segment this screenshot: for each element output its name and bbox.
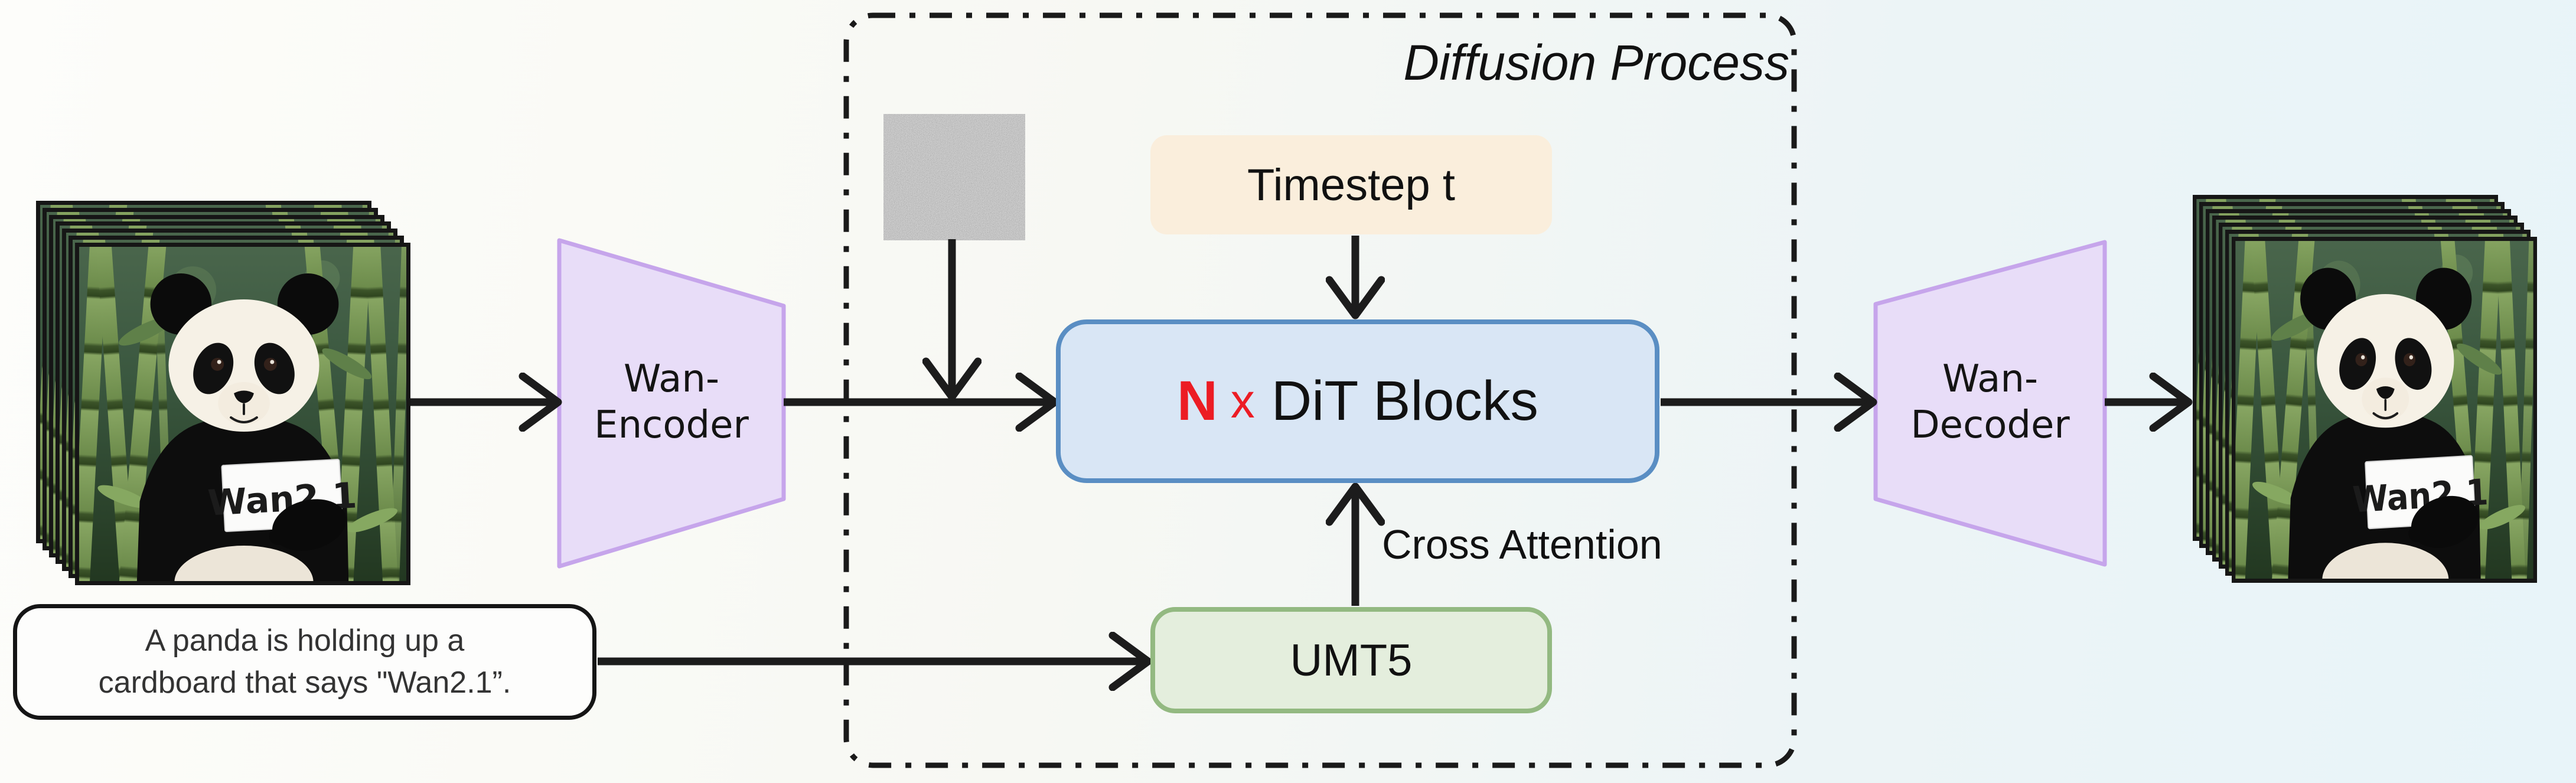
arrows <box>410 236 2189 661</box>
wan-encoder-label: Wan- Encoder <box>524 356 819 448</box>
dit-blocks-node: N x DiT Blocks <box>1056 319 1659 483</box>
noise-latent-image <box>883 114 1025 240</box>
wan-encoder-trapezoid <box>557 238 786 569</box>
dit-label: DiT Blocks <box>1271 370 1538 432</box>
umt5-node: UMT5 <box>1150 607 1552 713</box>
video-frame <box>75 243 410 585</box>
timestep-label: Timestep t <box>1247 159 1455 210</box>
wan-encoder-label-line2: Encoder <box>594 403 749 447</box>
dit-count: N <box>1177 370 1218 432</box>
input-video-frames <box>36 201 411 586</box>
video-frame <box>2232 237 2537 583</box>
diffusion-process-title: Diffusion Process <box>1403 35 1789 90</box>
prompt-text-box: A panda is holding up a cardboard that s… <box>13 604 596 720</box>
prompt-line1: A panda is holding up a <box>145 624 465 658</box>
dit-times: x <box>1230 374 1255 428</box>
diffusion-process-region-border <box>843 12 1797 768</box>
umt5-label: UMT5 <box>1290 635 1413 686</box>
wan-decoder-label: Wan- Decoder <box>1843 356 2138 448</box>
prompt-line2: cardboard that says "Wan2.1”. <box>98 665 511 700</box>
wan-decoder-label-line2: Decoder <box>1910 403 2070 447</box>
cross-attention-label: Cross Attention <box>1382 521 1662 567</box>
wan-decoder-label-line1: Wan- <box>1942 357 2039 401</box>
wan-decoder-trapezoid <box>1873 240 2107 567</box>
output-video-frames <box>2193 195 2538 583</box>
timestep-node: Timestep t <box>1150 135 1552 234</box>
wan-encoder-label-line1: Wan- <box>623 357 720 401</box>
